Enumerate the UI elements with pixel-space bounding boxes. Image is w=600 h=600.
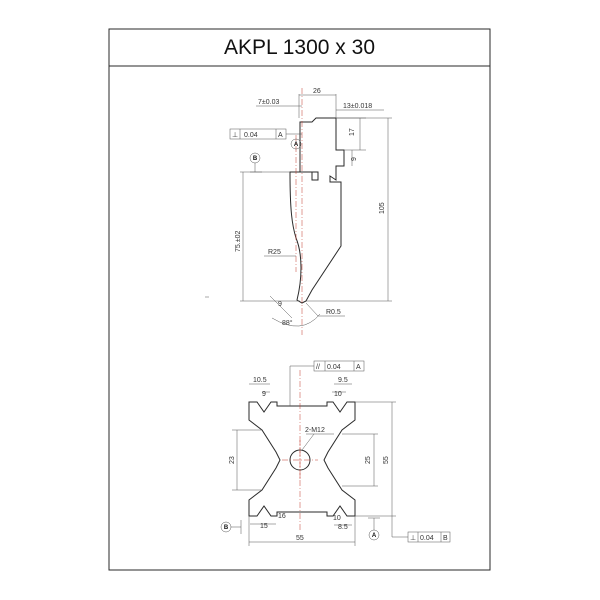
section-view: 2-M12 10.5 9 9.5 10 // 0.04 A 23 25 — [220, 360, 451, 546]
datum-a-label-section: A — [372, 533, 377, 539]
dim-h-9: 9 — [351, 157, 358, 161]
dim-angle-88: 88° — [282, 319, 293, 327]
dim-tol-13: 13±0.018 — [343, 103, 372, 110]
section-outline — [248, 401, 356, 517]
dim-bot-16: 16 — [278, 513, 286, 520]
dim-radius-05: R0.5 — [326, 309, 341, 316]
datum-a-bubble — [290, 138, 302, 150]
angle-arc-88 — [271, 313, 321, 327]
dim-top-9: 9 — [262, 391, 266, 398]
flatness-tolerance-frame: ⊥ 0.04 A — [229, 128, 302, 140]
flatness-box — [229, 128, 287, 140]
dim-bot-15: 15 — [260, 523, 268, 530]
dim-tip-9: 9 — [278, 301, 282, 308]
dim-h-23: 23 — [229, 456, 236, 464]
dim-bot-10: 10 — [333, 515, 341, 522]
parallel-box — [313, 360, 365, 372]
dim-tol-7: 7±0.03 — [258, 99, 279, 106]
perp-datum: B — [443, 535, 448, 542]
dim-top-10-5: 10.5 — [253, 377, 267, 384]
dim-h-55: 55 — [383, 456, 390, 464]
flatness-value: 0.04 — [244, 132, 258, 139]
perpendicularity-tolerance-frame: ⊥ 0.04 B — [391, 516, 451, 543]
dim-width-26: 26 — [313, 88, 321, 95]
dim-h-75: 75.±02 — [235, 231, 242, 252]
leader-tip-9 — [269, 295, 293, 319]
datum-a-label: A — [294, 142, 299, 148]
dim-h-25: 25 — [365, 456, 372, 464]
flatness-datum: A — [278, 132, 283, 139]
dim-w-55: 55 — [296, 535, 304, 542]
perp-symbol: ⊥ — [410, 535, 416, 542]
datum-b-label-section: B — [224, 525, 229, 531]
flatness-symbol: ⊥ — [232, 132, 238, 139]
dim-h-17: 17 — [349, 128, 356, 136]
datum-b-label: B — [253, 156, 258, 162]
drawing-title: AKPL 1300 x 30 — [224, 36, 375, 59]
parallel-symbol: // — [316, 364, 320, 371]
drawing-frame — [108, 28, 491, 571]
perp-box — [407, 531, 451, 543]
dim-h-105: 105 — [379, 202, 386, 214]
punch-profile-outline — [289, 117, 345, 304]
perp-value: 0.04 — [420, 535, 434, 542]
parallel-datum: A — [356, 364, 361, 371]
dim-top-9-5: 9.5 — [338, 377, 348, 384]
profile-view: 26 7±0.03 13±0.018 17 9 105 75.±02 R25 9… — [205, 88, 392, 335]
dim-thread: 2-M12 — [305, 427, 325, 434]
dim-bot-8-5: 8.5 — [338, 524, 348, 531]
leader-r05 — [305, 302, 319, 317]
dim-radius-25: R25 — [268, 249, 281, 256]
thread-leader — [301, 433, 315, 451]
parallelism-tolerance-frame: // 0.04 A — [289, 360, 365, 406]
dim-top-10: 10 — [334, 391, 342, 398]
parallel-value: 0.04 — [327, 364, 341, 371]
